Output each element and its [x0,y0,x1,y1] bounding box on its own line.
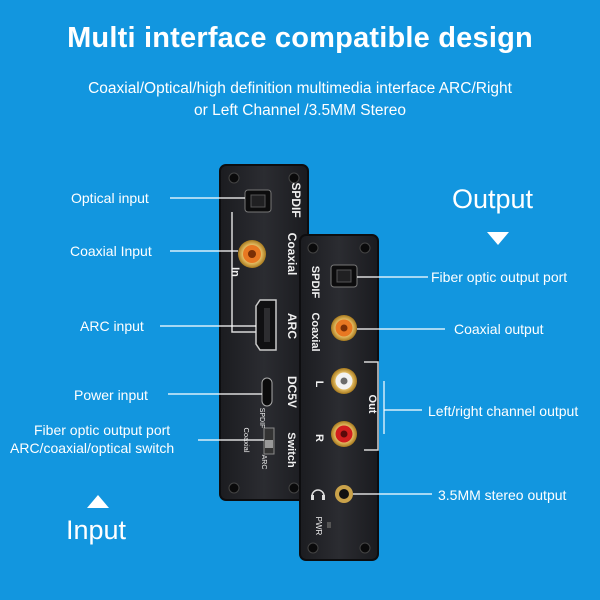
fiber-output-switch-label-1: Fiber optic output port [34,422,171,438]
in-arc-small-text: ARC [260,455,267,470]
usbc-power-port [261,377,273,407]
fiber-output-switch-label-2: ARC/coaxial/optical switch [10,440,175,456]
screw-icon [288,172,300,184]
headphone-icon [311,489,325,497]
screw-icon [359,542,371,554]
page-title: Multi interface compatible design [67,22,533,54]
optical-input-label: Optical input [71,190,149,206]
stereo-output-label: 3.5MM stereo output [438,487,567,503]
arc-input-label: ARC input [80,318,144,334]
coaxial-output-label: Coaxial output [454,321,544,337]
lr-output-label: Left/right channel output [428,403,579,419]
screw-icon [359,242,371,254]
coaxial-input-label: Coaxial Input [70,243,152,259]
in-spdif-text: SPDIF [289,182,303,217]
out-r-text: R [313,434,325,442]
out-coaxial-text: Coaxial [309,312,321,351]
fiber-output-label: Fiber optic output port [431,269,568,285]
in-switch-text: Switch [285,432,297,468]
in-dc5v-text: DC5V [285,376,299,408]
screw-icon [307,542,319,554]
screw-icon [288,482,300,494]
screw-icon [228,172,240,184]
power-input-label: Power input [74,387,148,403]
out-l-text: L [313,381,325,388]
in-spdif-small-text: SPDIF [258,408,265,429]
subtitle-line-2: or Left Channel /3.5MM Stereo [194,102,406,119]
in-arc-text: ARC [285,313,299,339]
out-pwr-text: PWR [314,517,323,536]
subtitle: Coaxial/Optical/high definition multimed… [30,78,570,122]
subtitle-line-1: Coaxial/Optical/high definition multimed… [88,80,512,97]
screw-icon [307,242,319,254]
out-out-text: Out [366,395,378,414]
power-led [327,522,331,528]
arrow-down-icon [487,232,509,245]
input-heading: Input [66,515,127,545]
in-label-text: In [229,267,241,277]
screw-icon [228,482,240,494]
output-heading: Output [452,184,534,214]
in-coaxial-small-text: Coaxial [242,427,251,452]
out-spdif-text: SPDIF [309,266,321,299]
arrow-up-icon [87,495,109,508]
in-coaxial-text: Coaxial [285,233,299,276]
